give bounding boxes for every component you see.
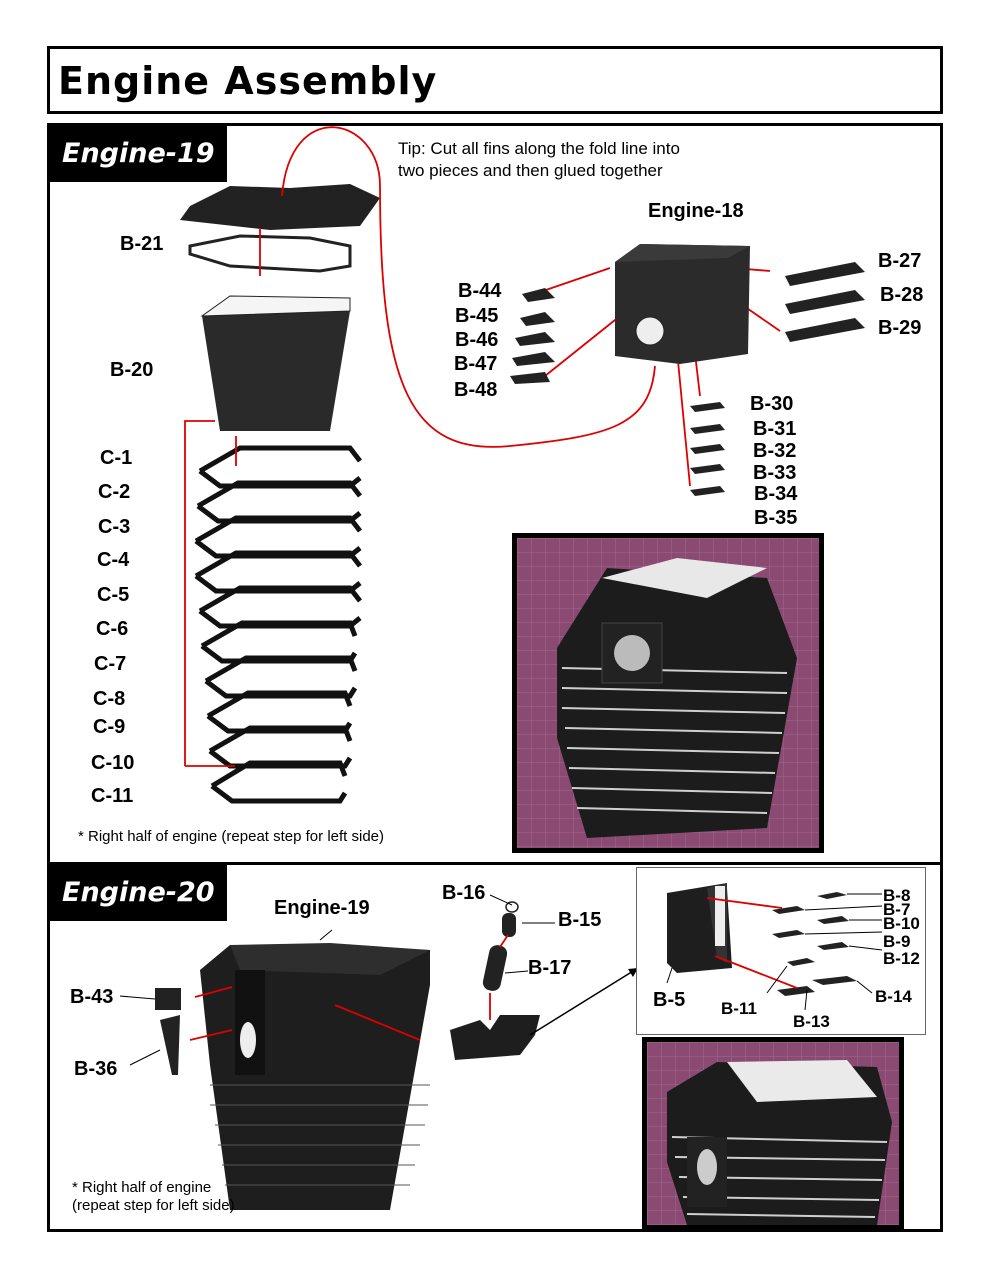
step-engine-19-panel: Engine-19 [47, 123, 943, 865]
step-20-note-line1: * Right half of engine [72, 1179, 212, 1196]
label-c3: C-3 [98, 516, 131, 538]
label-b5: B-5 [653, 989, 686, 1011]
label-b8: B-8 [883, 886, 911, 905]
label-b16: B-16 [442, 882, 486, 904]
label-b32: B-32 [753, 440, 797, 462]
title-bar: Engine Assembly [47, 46, 943, 114]
label-b35: B-35 [754, 507, 798, 529]
label-b44: B-44 [458, 280, 502, 302]
label-b45: B-45 [455, 305, 499, 327]
label-b7: B-7 [883, 900, 911, 919]
label-b47: B-47 [454, 353, 498, 375]
label-b30: B-30 [750, 393, 794, 415]
label-b31: B-31 [753, 418, 797, 440]
engine-detail-photo [642, 1037, 904, 1230]
engine-19-diagram [180, 126, 865, 804]
label-c4: C-4 [97, 549, 130, 571]
label-b46: B-46 [455, 329, 499, 351]
label-b27: B-27 [878, 250, 922, 272]
label-b15: B-15 [558, 909, 602, 931]
label-b11: B-11 [721, 999, 757, 1018]
label-b14: B-14 [875, 987, 912, 1006]
label-b17: B-17 [528, 957, 572, 979]
label-c1: C-1 [100, 447, 133, 469]
label-c5: C-5 [97, 584, 130, 606]
label-engine-19: Engine-19 [274, 897, 370, 919]
label-b10: B-10 [883, 914, 920, 933]
label-b48: B-48 [454, 379, 498, 401]
label-b43: B-43 [70, 986, 114, 1008]
label-b20: B-20 [110, 359, 154, 381]
label-c6: C-6 [96, 618, 129, 640]
label-engine-18: Engine-18 [648, 200, 744, 222]
step-19-note: * Right half of engine (repeat step for … [78, 828, 385, 845]
step-tag: Engine-20 [50, 865, 227, 921]
label-b33: B-33 [753, 462, 797, 484]
page-title: Engine Assembly [58, 59, 438, 103]
label-b34: B-34 [754, 483, 798, 505]
label-c9: C-9 [93, 716, 126, 738]
step-engine-20-panel: Engine-20 Engine-19 B-43 [47, 862, 943, 1232]
step-20-note-line2: (repeat step for left side) [72, 1197, 235, 1214]
engine-20-diagram [119, 894, 639, 1210]
label-c8: C-8 [93, 688, 126, 710]
label-b36: B-36 [74, 1058, 118, 1080]
label-b29: B-29 [878, 317, 922, 339]
label-b13: B-13 [793, 1012, 830, 1031]
label-c2: C-2 [98, 481, 131, 503]
label-b28: B-28 [880, 284, 924, 306]
label-c11: C-11 [91, 785, 134, 807]
step-tag: Engine-19 [50, 126, 227, 182]
b5-inset-diagram: B-8 B-7 B-10 B-9 B-12 B-5 B-11 B-14 B-13 [636, 867, 926, 1035]
assembled-engine-photo [512, 533, 824, 853]
tip-text: Tip: Cut all fins along the fold line in… [398, 139, 680, 180]
label-b21: B-21 [120, 233, 164, 255]
label-c10: C-10 [91, 752, 135, 774]
label-b12: B-12 [883, 949, 920, 968]
label-c7: C-7 [94, 653, 127, 675]
label-b9: B-9 [883, 932, 911, 951]
